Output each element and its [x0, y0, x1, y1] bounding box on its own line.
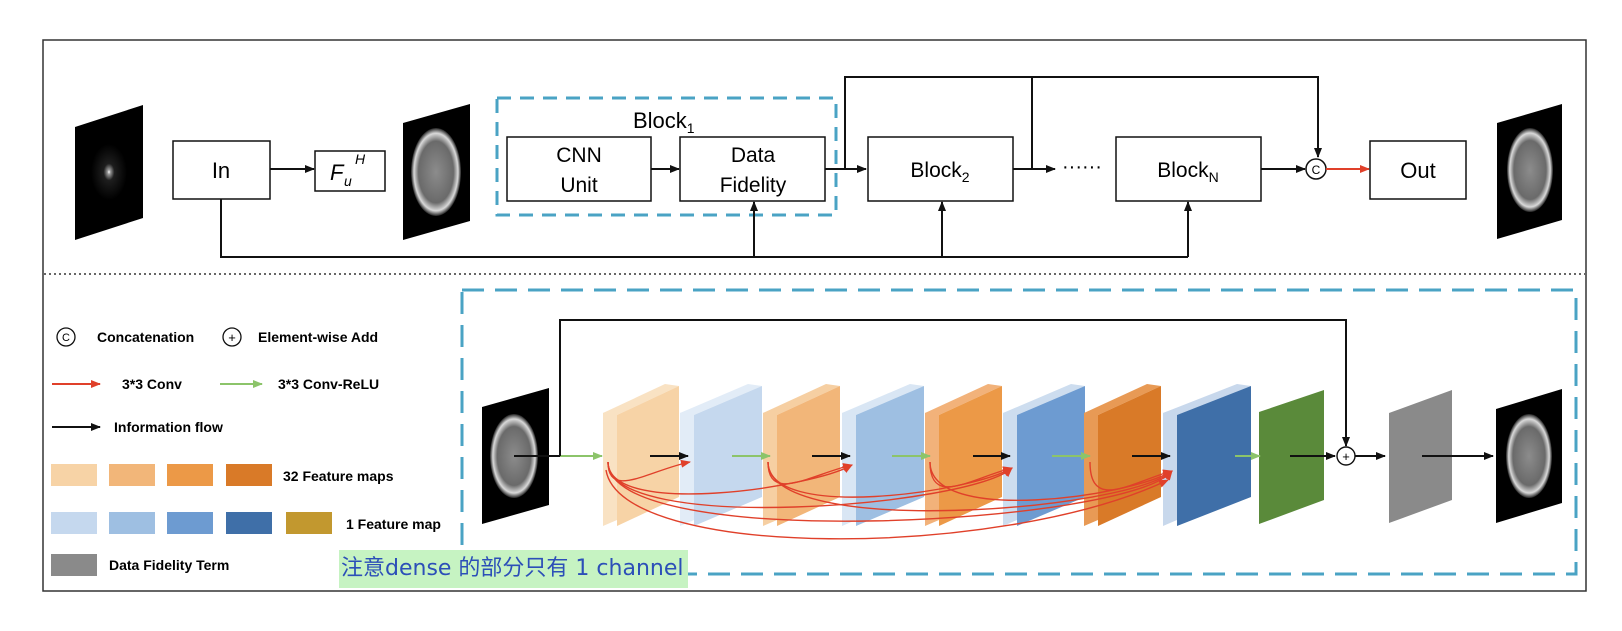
- out-box: [1369, 140, 1467, 200]
- legend-add-label: Element-wise Add: [258, 329, 378, 345]
- cnn-unit-box: [506, 136, 652, 202]
- legend-gray: [51, 554, 97, 576]
- dense-connection-2: [607, 461, 853, 495]
- legend-info-label: Information flow: [114, 419, 223, 435]
- in-box: [172, 140, 271, 200]
- cnn-line1: CNN: [556, 144, 602, 167]
- df-line2: Fidelity: [720, 174, 787, 197]
- dense-connection-9: [929, 461, 1173, 502]
- ellipsis: ······: [1062, 156, 1102, 178]
- df-line1: Data: [731, 144, 776, 167]
- in-label: In: [212, 158, 230, 183]
- residual-skip-line: [559, 319, 1350, 456]
- top-concat-symbol: C: [1312, 163, 1321, 177]
- dense-connection-7: [767, 461, 1173, 512]
- skip-connection-1: [844, 76, 1322, 169]
- dense-connection-long: [605, 469, 1169, 540]
- block1-dashed-box: [495, 96, 838, 217]
- fu-sup: H: [355, 151, 366, 167]
- outer-frame: [42, 39, 1587, 592]
- legend-add-icon: [222, 327, 242, 347]
- cnn-detail-dashed-box: [460, 288, 1578, 576]
- legend-conv-label: 3*3 Conv: [122, 376, 182, 392]
- legend-blue-1: [51, 512, 97, 534]
- legend-orange-1: [51, 464, 97, 486]
- legend-concat-label: Concatenation: [97, 329, 194, 345]
- feature-map-block-1: [603, 384, 679, 526]
- cnn-line2: Unit: [560, 174, 598, 197]
- block1-title: Block1: [633, 108, 695, 136]
- legend-blue-4: [226, 512, 272, 534]
- legend-concat-icon: [56, 327, 76, 347]
- brain-image-output-bottom: [1496, 389, 1562, 523]
- legend-gold: [286, 512, 332, 534]
- legend-blue-3: [167, 512, 213, 534]
- kspace-image: [75, 105, 143, 240]
- legend-dft-label: Data Fidelity Term: [109, 557, 229, 573]
- data-fidelity-box: [679, 136, 826, 202]
- legend-feat32-label: 32 Feature maps: [283, 468, 394, 484]
- legend-orange-3: [167, 464, 213, 486]
- fu-sub: u: [344, 173, 352, 189]
- feature-maps: [603, 384, 1251, 526]
- legend-orange-4: [226, 464, 272, 486]
- fu-label: F: [330, 160, 345, 185]
- legend-relu-label: 3*3 Conv-ReLU: [278, 376, 379, 392]
- dense-connection-10: [1089, 461, 1173, 491]
- brain-image-output-top: [1497, 104, 1562, 239]
- legend-concat-symbol: C: [62, 332, 70, 344]
- out-label: Out: [1400, 158, 1435, 183]
- dense-connection-8: [929, 461, 1013, 488]
- brain-image-input: [403, 104, 470, 240]
- fu-box: [314, 150, 386, 192]
- bottom-add-symbol: +: [1342, 449, 1350, 464]
- annotation-note: 注意dense 的部分只有 1 channel: [339, 550, 688, 588]
- kspace-feed-line: [220, 199, 1188, 258]
- gray-dft-block: [1389, 390, 1452, 523]
- legend-blue-2: [109, 512, 155, 534]
- dense-connection-3: [607, 461, 1013, 509]
- blockn-label: BlockN: [1157, 159, 1218, 185]
- legend-feat1-label: 1 Feature map: [346, 516, 441, 532]
- feature-map-block-8: [1163, 384, 1251, 526]
- dense-conv-connections: [605, 459, 1173, 540]
- dense-connection-5: [767, 461, 853, 485]
- dense-connection-4: [607, 461, 1173, 522]
- legend-add-symbol: +: [228, 330, 236, 345]
- dense-connection-6: [767, 461, 1013, 498]
- block2-label: Block2: [910, 159, 969, 185]
- feature-map-block-4: [842, 384, 924, 526]
- legend-orange-2: [109, 464, 155, 486]
